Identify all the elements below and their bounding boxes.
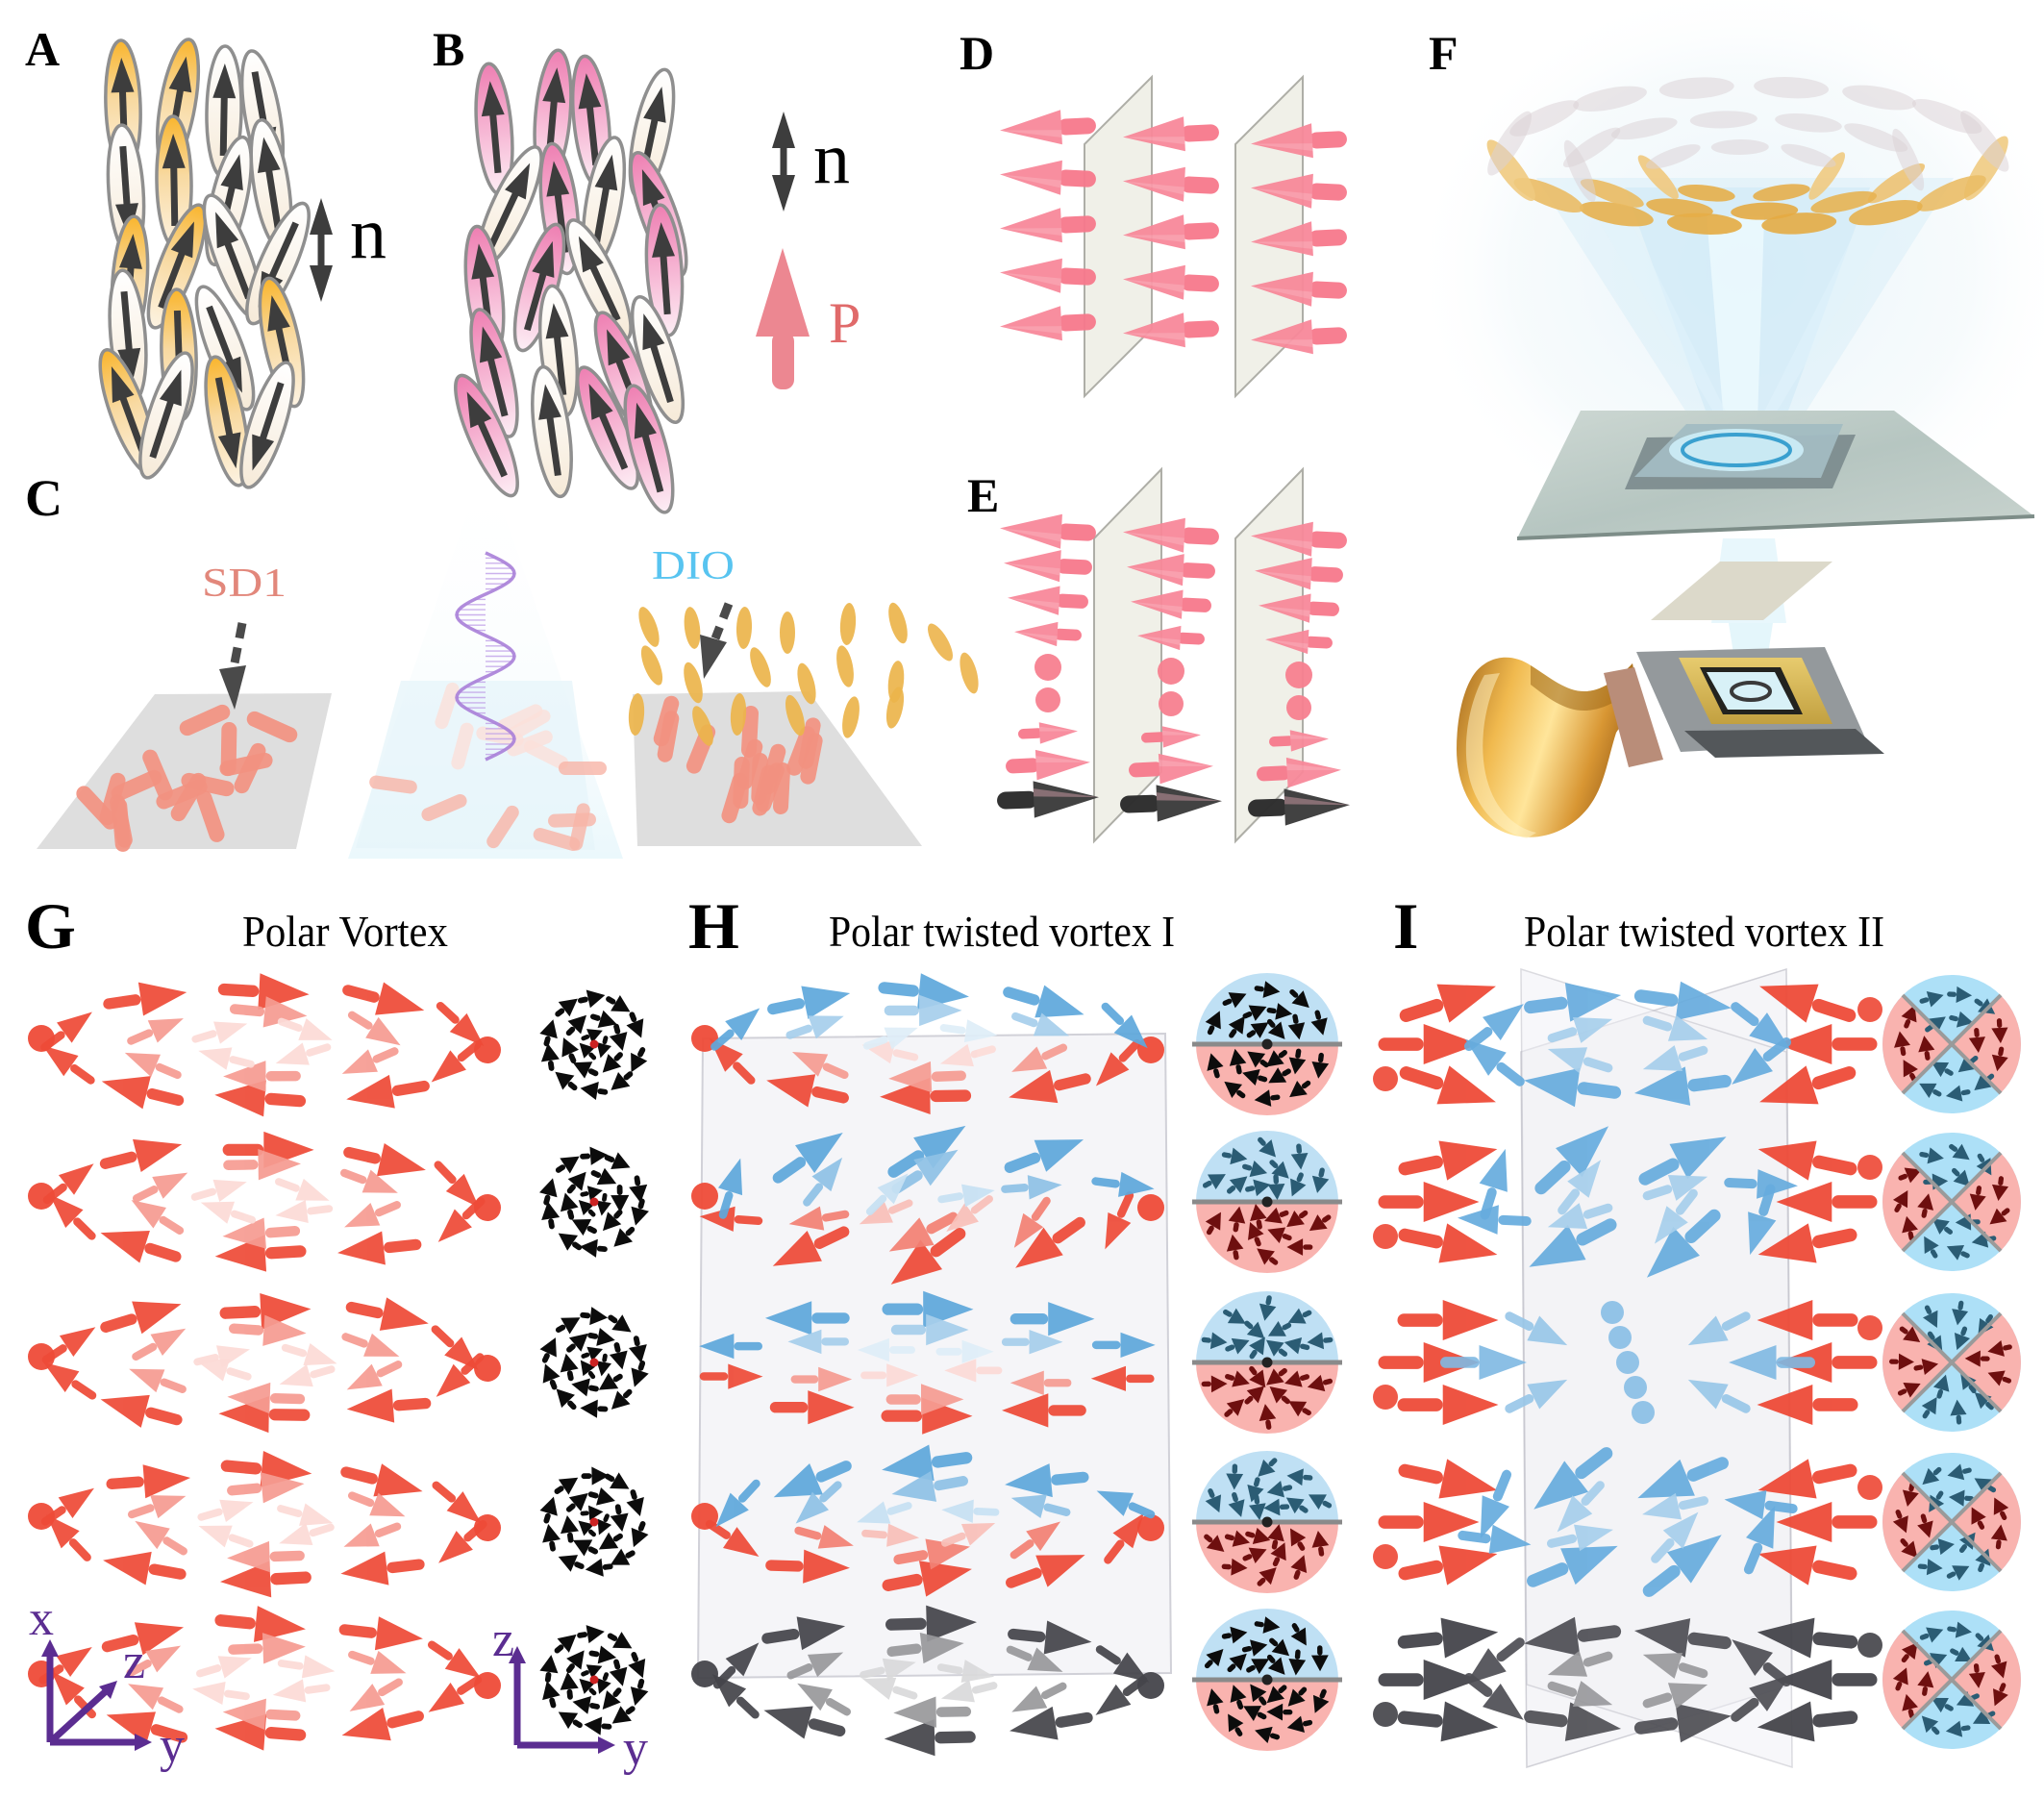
svg-text:B: B xyxy=(433,22,464,76)
svg-text:E: E xyxy=(967,468,999,522)
svg-text:DIO: DIO xyxy=(652,544,735,588)
svg-text:G: G xyxy=(25,889,76,962)
svg-text:I: I xyxy=(1393,889,1418,962)
svg-text:A: A xyxy=(25,22,60,76)
svg-text:z: z xyxy=(123,1635,145,1689)
svg-text:Polar twisted vortex I: Polar twisted vortex I xyxy=(829,907,1175,956)
svg-text:n: n xyxy=(813,118,850,199)
svg-text:y: y xyxy=(623,1721,648,1776)
svg-text:SD1: SD1 xyxy=(202,562,287,606)
svg-text:F: F xyxy=(1429,26,1458,80)
svg-text:x: x xyxy=(29,1591,54,1646)
svg-text:Polar twisted vortex II: Polar twisted vortex II xyxy=(1524,907,1884,956)
svg-text:D: D xyxy=(960,26,994,80)
svg-text:C: C xyxy=(25,469,62,527)
svg-text:Polar Vortex: Polar Vortex xyxy=(242,907,448,956)
svg-text:H: H xyxy=(688,889,739,962)
svg-text:z: z xyxy=(492,1612,514,1667)
svg-text:y: y xyxy=(160,1718,185,1773)
svg-text:n: n xyxy=(350,193,386,274)
svg-text:P: P xyxy=(829,291,860,355)
